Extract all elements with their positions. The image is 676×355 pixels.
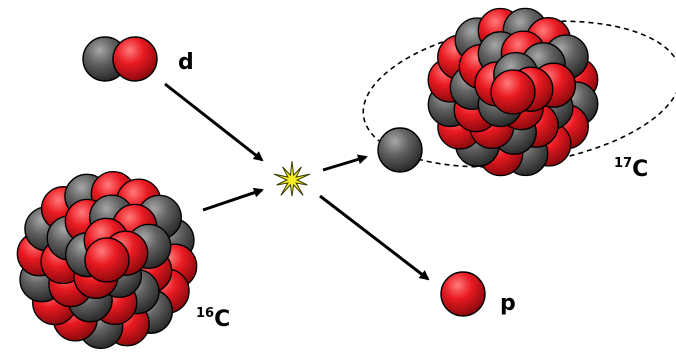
nucleus-proton (84, 237, 130, 283)
deuteron-proton (112, 36, 158, 82)
carbon-17-mass-number: 17 (614, 156, 632, 171)
carbon-16-label: 16C (196, 306, 230, 332)
carbon-17-label: 17C (614, 156, 648, 182)
deuteron-particle (82, 36, 158, 82)
arrow-target-in (202, 187, 264, 212)
arrow-deuteron-in (164, 82, 264, 162)
outgoing-proton (440, 271, 486, 317)
deuteron-label: d (178, 50, 194, 75)
carbon-16-symbol: C (214, 307, 230, 332)
carbon-16-nucleus (16, 170, 198, 350)
interaction-flash-icon (273, 160, 311, 197)
proton-label: p (500, 291, 516, 316)
orbiting-neutron (377, 127, 423, 173)
carbon-16-mass-number: 16 (196, 306, 214, 321)
carbon-17-core-nucleus (427, 7, 599, 177)
nucleus-proton (490, 69, 536, 115)
arrow-neutron-out (322, 154, 368, 172)
arrow-proton-out (319, 194, 430, 281)
carbon-17-symbol: C (632, 157, 648, 182)
